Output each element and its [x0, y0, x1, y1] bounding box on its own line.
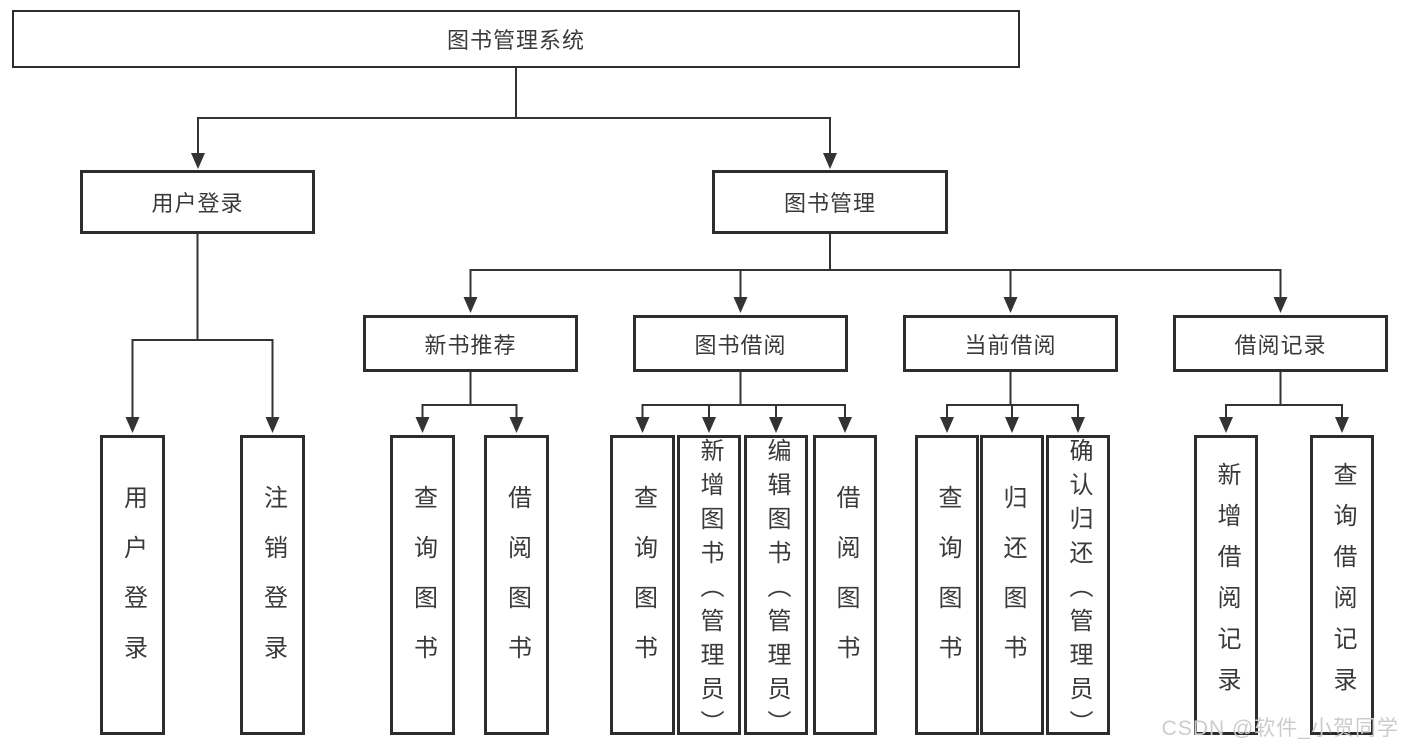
csdn-watermark: CSDN @软件_小贺同学 — [1161, 717, 1399, 740]
node-book-borrow: 图书借阅 — [633, 315, 848, 372]
node-book-borrow-label: 图书借阅 — [694, 332, 787, 358]
node-leaf-add-borrow-record: 新增借阅记录 — [1194, 435, 1258, 735]
node-leaf-query-book-1-label: 查询图书 — [409, 485, 437, 685]
node-leaf-borrow-book-1: 借阅图书 — [484, 435, 549, 735]
node-leaf-borrow-book-2-label: 借阅图书 — [832, 485, 859, 685]
node-new-book-recommend: 新书推荐 — [363, 315, 578, 372]
node-leaf-query-book-2-label: 查询图书 — [629, 485, 657, 685]
node-new-book-recommend-label: 新书推荐 — [424, 332, 517, 358]
node-leaf-query-borrow-record-label: 查询借阅记录 — [1329, 462, 1356, 708]
node-library-system-label: 图书管理系统 — [446, 28, 585, 53]
node-leaf-add-book-admin-label: 新增图书（管理员） — [696, 438, 723, 744]
node-user-login-group: 用户登录 — [80, 170, 315, 234]
node-borrow-record: 借阅记录 — [1173, 315, 1388, 372]
node-leaf-confirm-return-admin-label: 确认归还（管理员） — [1065, 438, 1092, 744]
node-leaf-return-book-label: 归还图书 — [999, 485, 1026, 685]
node-book-management: 图书管理 — [712, 170, 948, 234]
node-leaf-edit-book-admin: 编辑图书（管理员） — [744, 435, 808, 744]
node-leaf-confirm-return-admin: 确认归还（管理员） — [1046, 435, 1110, 744]
node-leaf-add-borrow-record-label: 新增借阅记录 — [1213, 462, 1240, 708]
node-library-system: 图书管理系统 — [12, 10, 1020, 68]
node-leaf-return-book: 归还图书 — [980, 435, 1044, 735]
node-leaf-borrow-book-2: 借阅图书 — [813, 435, 877, 735]
node-user-login-group-label: 用户登录 — [151, 191, 244, 216]
node-current-borrow: 当前借阅 — [903, 315, 1118, 372]
node-leaf-add-book-admin: 新增图书（管理员） — [677, 435, 741, 744]
node-leaf-user-login: 用户登录 — [100, 435, 165, 735]
node-leaf-query-book-3-label: 查询图书 — [934, 485, 961, 685]
node-leaf-edit-book-admin-label: 编辑图书（管理员） — [763, 438, 790, 744]
node-leaf-query-book-3: 查询图书 — [915, 435, 979, 735]
node-leaf-logout: 注销登录 — [240, 435, 305, 735]
arrowheads — [125, 153, 1349, 433]
node-leaf-query-book-1: 查询图书 — [390, 435, 455, 735]
node-leaf-query-book-2: 查询图书 — [610, 435, 675, 735]
node-leaf-user-login-label: 用户登录 — [119, 485, 147, 685]
node-current-borrow-label: 当前借阅 — [964, 332, 1057, 358]
node-leaf-logout-label: 注销登录 — [259, 485, 287, 685]
node-borrow-record-label: 借阅记录 — [1234, 332, 1327, 358]
node-leaf-borrow-book-1-label: 借阅图书 — [503, 485, 531, 685]
node-leaf-query-borrow-record: 查询借阅记录 — [1310, 435, 1374, 735]
node-book-management-label: 图书管理 — [783, 191, 876, 216]
